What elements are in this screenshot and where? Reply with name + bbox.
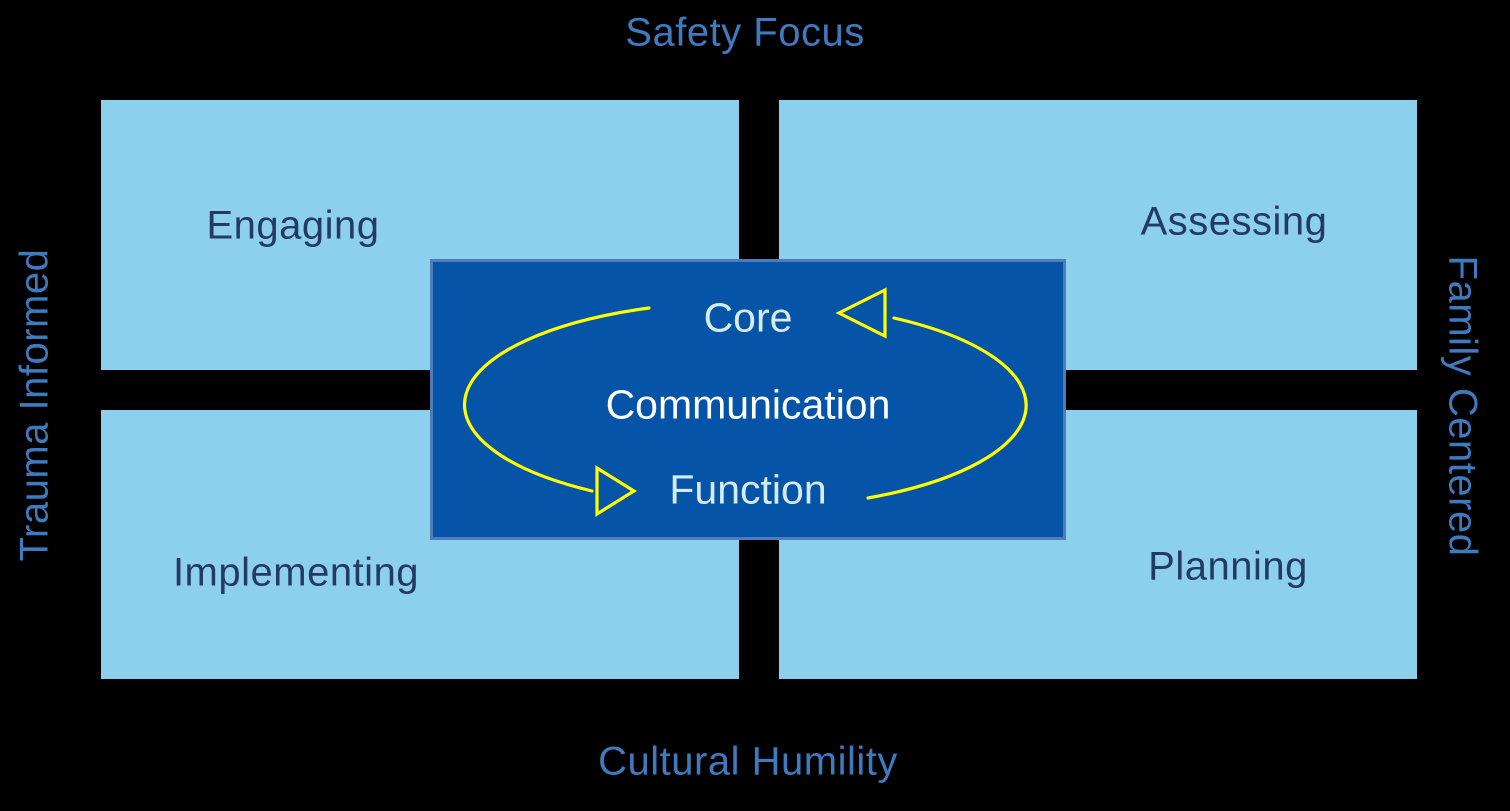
quadrant-label-implementing: Implementing — [172, 550, 420, 595]
axis-label-top: Safety Focus — [625, 10, 865, 55]
center-line-core: Core — [703, 294, 793, 341]
center-line-function: Function — [669, 466, 827, 513]
quadrant-label-planning: Planning — [1148, 544, 1308, 589]
axis-label-right: Family Centered — [1440, 255, 1485, 557]
center-line-communication: Communication — [605, 381, 891, 428]
quadrant-label-assessing: Assessing — [1140, 199, 1328, 244]
axis-label-bottom: Cultural Humility — [598, 739, 898, 784]
axis-label-left: Trauma Informed — [12, 248, 57, 562]
quadrant-label-engaging: Engaging — [206, 203, 380, 248]
